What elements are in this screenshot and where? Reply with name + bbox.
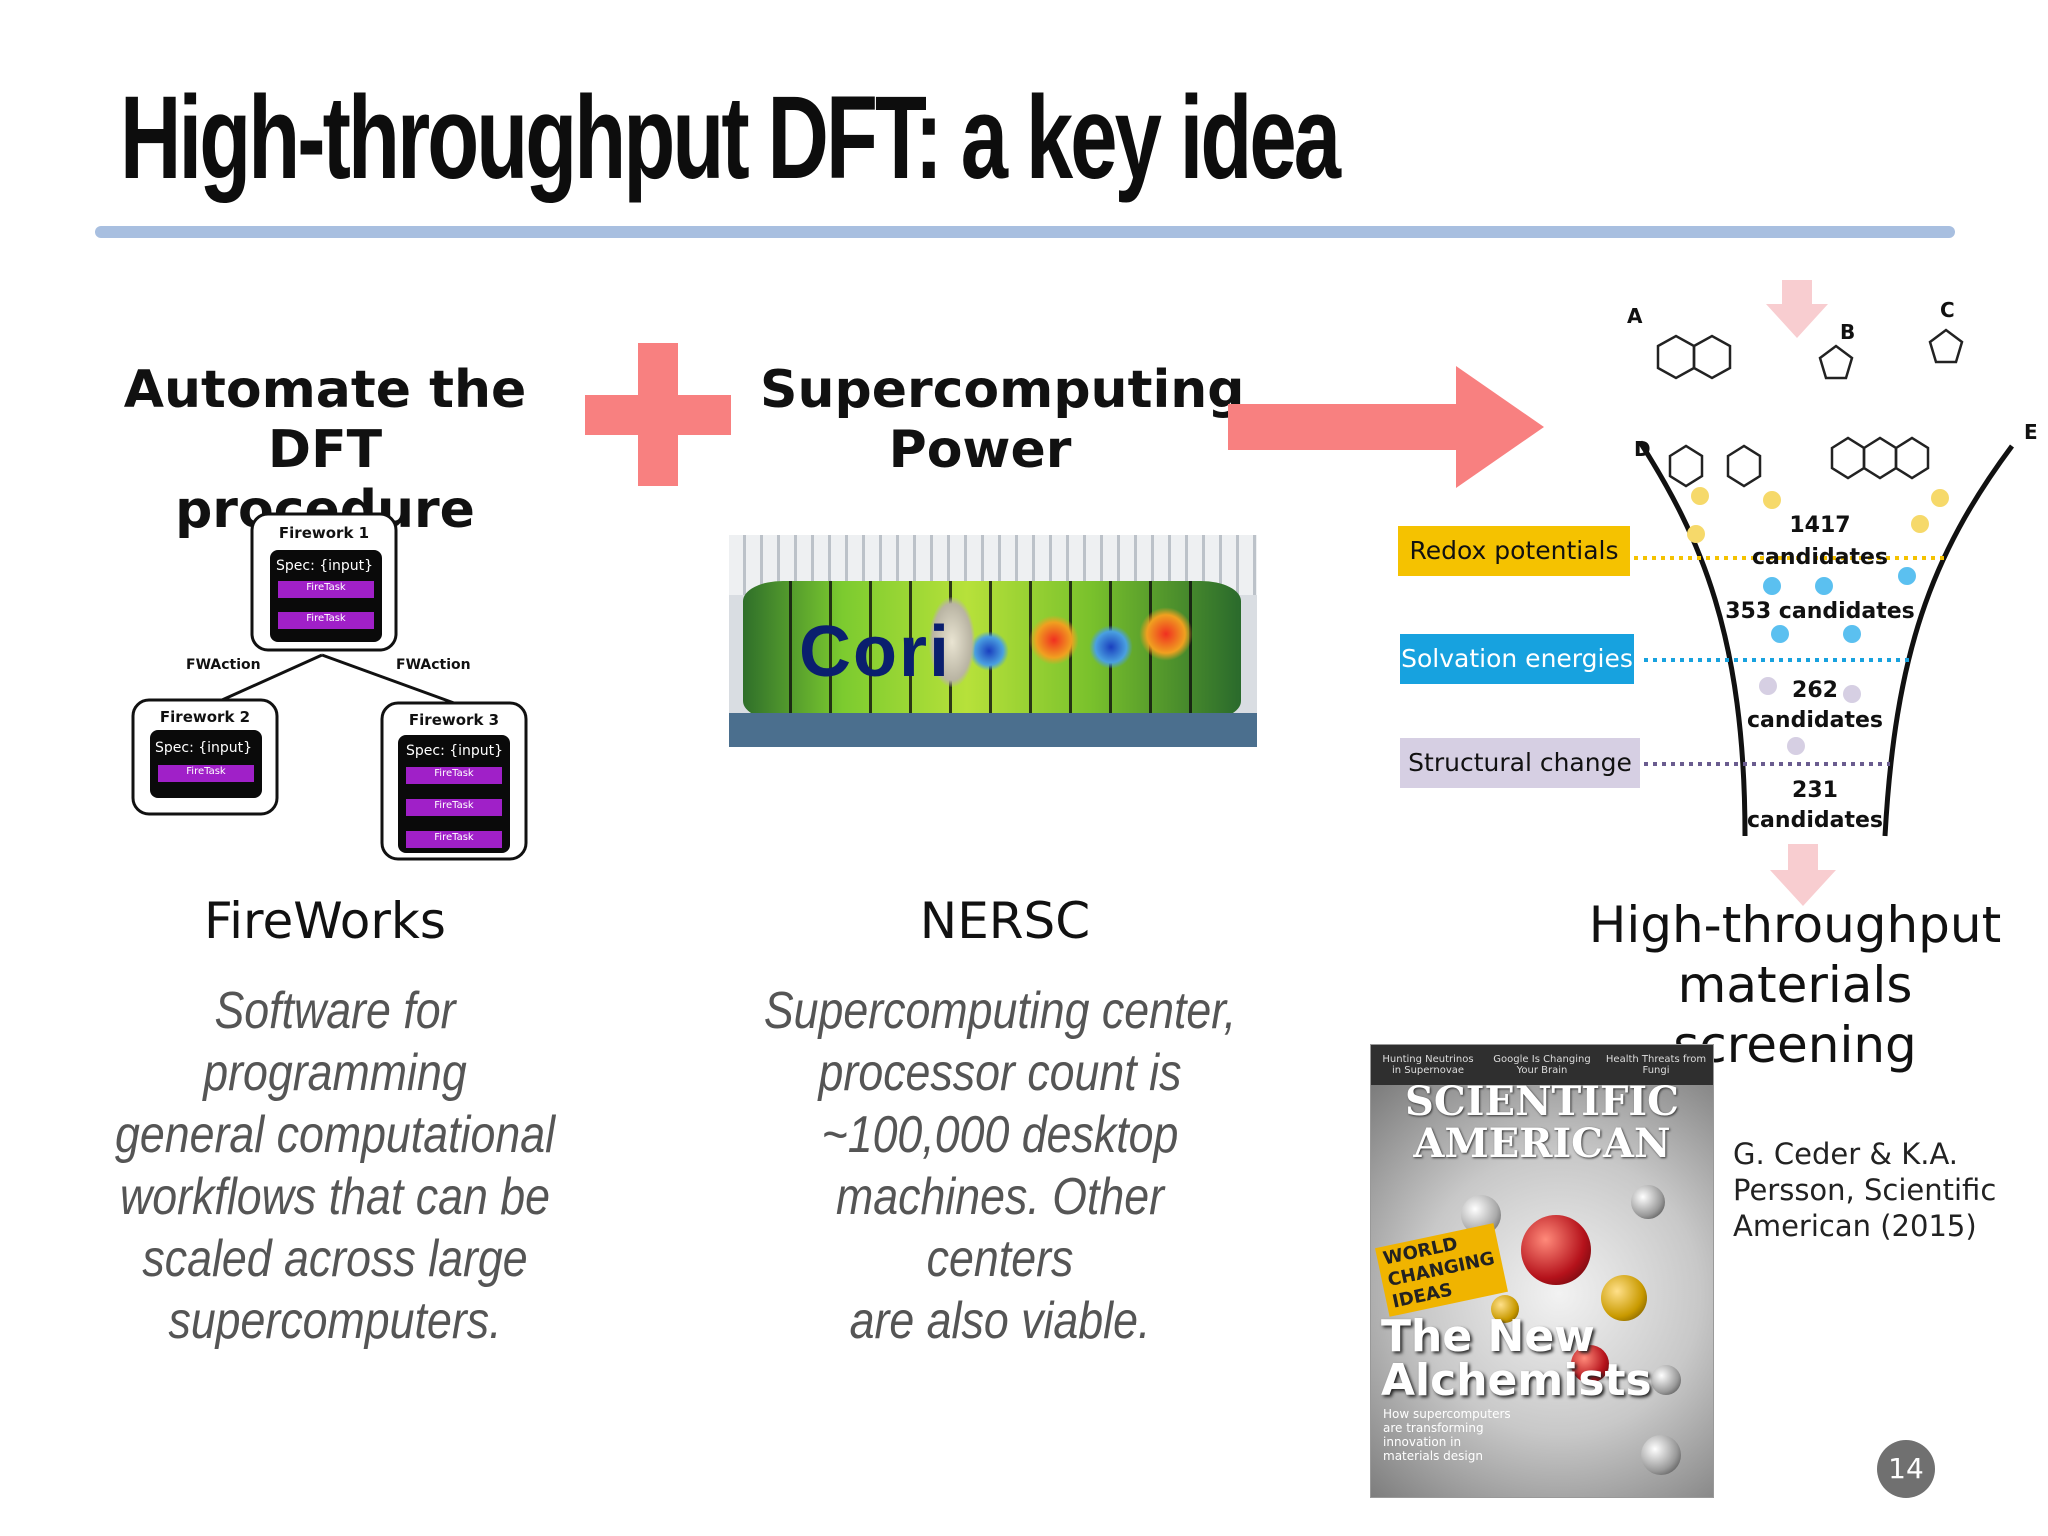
magazine-topbar-item: Health Threats from Fungi [1605,1054,1707,1076]
firework-3-spec: Spec: {input} [406,743,504,759]
middle-heading-line1: Supercomputing [760,360,1245,420]
blurb-line: materials design [1383,1449,1483,1463]
magazine-topbar-item: Hunting Neutrinos in Supernovae [1382,1054,1474,1076]
screening-heading-line1: High-throughput [1588,896,2002,954]
firework-1-task-1: FireTask [306,582,346,593]
molecule-label-e: E [2024,420,2038,444]
nersc-desc-line: Supercomputing center, [763,982,1237,1040]
firework-3-task-1: FireTask [434,768,474,779]
firework-1-title: Firework 1 [278,524,370,542]
citation-line: G. Ceder & K.A. [1733,1137,1959,1171]
fireworks-description: Software for programming general computa… [99,980,572,1352]
molecule-label-a: A [1627,304,1643,328]
fireworks-desc-line: supercomputers. [168,1292,502,1350]
blurb-line: are transforming [1383,1421,1484,1435]
nersc-label: NERSC [919,892,1091,950]
fwaction-right-label: FWAction [396,657,471,673]
candidates-231-text: candidates [1747,808,1883,833]
nersc-desc-line: machines. Other centers [835,1168,1165,1288]
blurb-line: How supercomputers [1383,1407,1511,1421]
middle-heading-line2: Power [888,420,1072,480]
masthead-line: SCIENTIFIC [1405,1078,1679,1125]
candidates-353: 353 candidates [1725,599,1915,624]
magazine-topbar: Hunting Neutrinos in Supernovae Google I… [1371,1045,1713,1085]
screening-funnel-diagram [1634,280,2015,906]
nersc-desc-line: processor count is [818,1044,1182,1102]
nersc-description: Supercomputing center, processor count i… [759,980,1241,1352]
molecule-label-b: B [1840,320,1856,344]
fireworks-label: FireWorks [204,892,446,950]
fireworks-desc-line: Software for programming [203,982,467,1102]
masthead-line: AMERICAN [1413,1120,1671,1167]
candidates-1417: 1417 candidates [1752,513,1888,570]
molecule-label-d: D [1634,437,1651,461]
fwaction-left-label: FWAction [186,657,261,673]
page-number-badge: 14 [1877,1440,1935,1498]
firework-3-title: Firework 3 [408,711,500,729]
plus-icon [585,343,731,486]
down-arrow-icon [1766,280,1828,338]
candidates-262-number: 262 [1792,678,1838,703]
candidates-231-number: 231 [1792,778,1838,803]
blurb-line: innovation in [1383,1435,1462,1449]
left-heading-line1: Automate the DFT [123,360,527,480]
citation: G. Ceder & K.A. Persson, Scientific Amer… [1733,1136,2023,1244]
firework-1-task-2: FireTask [306,613,346,624]
redox-potentials-label: Redox potentials [1398,526,1630,576]
citation-line: American (2015) [1733,1209,1977,1243]
magazine-headline: The New Alchemists [1381,1315,1652,1403]
candidates-262-text: candidates [1747,708,1883,733]
left-heading: Automate the DFT procedure [90,360,560,540]
firework-2-spec: Spec: {input} [155,740,253,756]
right-arrow-icon [1228,366,1544,488]
title-divider [95,226,1955,238]
firework-1-spec: Spec: {input} [276,558,374,574]
down-arrow-icon [1770,844,1836,906]
nersc-desc-line: are also viable. [849,1292,1151,1350]
magazine-blurb: How supercomputers are transforming inno… [1383,1407,1511,1463]
solvation-energies-label: Solvation energies [1400,634,1634,684]
world-changing-ideas-tag: WORLD CHANGING IDEAS [1375,1223,1508,1317]
headline-line: Alchemists [1381,1355,1652,1406]
fireworks-desc-line: workflows that can be [119,1168,551,1226]
scientific-american-cover: Hunting Neutrinos in Supernovae Google I… [1370,1044,1714,1498]
fireworks-desc-line: scaled across large [142,1230,528,1288]
fireworks-workflow-diagram [131,512,528,861]
slide-title: High-throughput DFT: a key idea [120,72,1341,204]
firework-3-task-3: FireTask [434,832,474,843]
screening-heading-line2: materials screening [1673,956,1917,1074]
cori-text: Cori [799,612,951,692]
structural-change-label: Structural change [1400,738,1640,788]
molecule-label-c: C [1940,298,1955,322]
screening-heading: High-throughput materials screening [1550,895,2040,1075]
fireworks-desc-line: general computational [114,1106,556,1164]
firework-3-task-2: FireTask [434,800,474,811]
nersc-desc-line: ~100,000 desktop [821,1106,1179,1164]
firework-2-title: Firework 2 [159,708,251,726]
middle-heading: Supercomputing Power [760,360,1245,480]
firework-2-task-1: FireTask [186,766,226,777]
supercomputer-photo: Cori [729,535,1257,747]
magazine-topbar-item: Google Is Changing Your Brain [1493,1054,1591,1076]
magazine-masthead: SCIENTIFIC AMERICAN [1371,1081,1713,1165]
citation-line: Persson, Scientific [1733,1173,1997,1207]
headline-line: The New [1381,1311,1595,1362]
